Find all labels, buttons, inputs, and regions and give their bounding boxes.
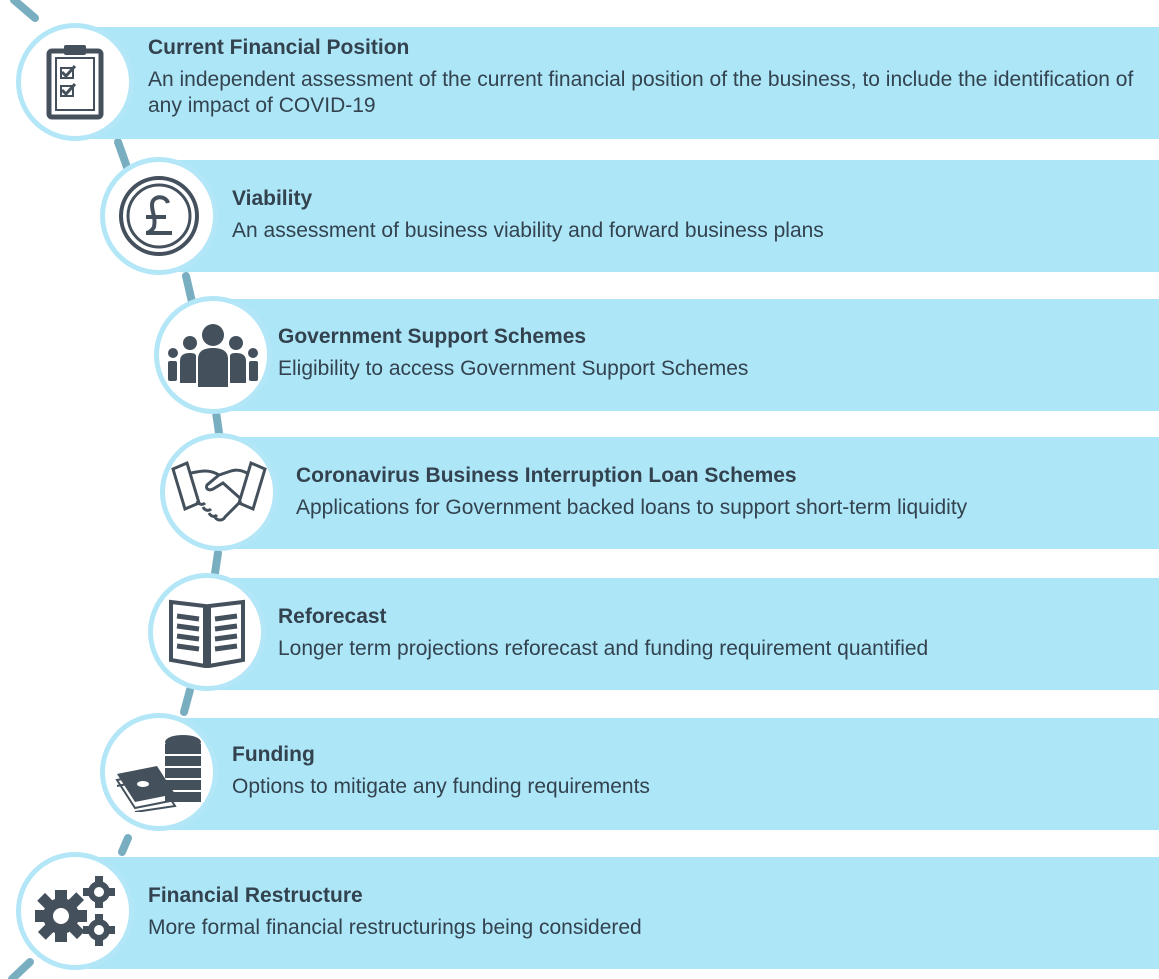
step-title: Financial Restructure (148, 884, 363, 907)
step-icon-circle (100, 157, 218, 275)
step-text: Coronavirus Business Interruption Loan S… (296, 463, 1158, 521)
step-description: An independent assessment of the current… (148, 68, 1134, 117)
step-band (156, 718, 1159, 830)
step-text: Current Financial Position An independen… (148, 35, 1148, 119)
people-group-icon (168, 323, 258, 387)
handshake-icon (171, 457, 267, 527)
clipboard-check-icon (44, 43, 106, 121)
step-icon-circle (16, 23, 134, 141)
pound-coin-icon (116, 173, 202, 259)
step-title: Reforecast (278, 605, 387, 628)
step-description: Options to mitigate any funding requirem… (232, 775, 650, 798)
money-coins-icon (113, 732, 205, 812)
step-description: More formal financial restructurings bei… (148, 916, 642, 939)
step-band (70, 857, 1159, 969)
step-text: Funding Options to mitigate any funding … (232, 742, 1152, 800)
step-icon-circle (154, 296, 272, 414)
step-band (210, 299, 1159, 411)
step-band (206, 578, 1159, 690)
step-icon-circle (16, 852, 134, 970)
step-band (150, 160, 1159, 272)
step-icon-circle (148, 573, 266, 691)
step-title: Viability (232, 187, 313, 210)
step-band (70, 27, 1159, 139)
step-text: Government Support Schemes Eligibility t… (278, 324, 1148, 382)
step-title: Coronavirus Business Interruption Loan S… (296, 464, 797, 487)
step-description: Eligibility to access Government Support… (278, 357, 749, 380)
step-text: Financial Restructure More formal financ… (148, 883, 1148, 941)
step-icon-circle (100, 713, 218, 831)
gears-icon (33, 874, 117, 948)
step-description: Applications for Government backed loans… (296, 496, 968, 519)
step-description: An assessment of business viability and … (232, 219, 824, 242)
step-text: Reforecast Longer term projections refor… (278, 604, 1148, 662)
step-description: Longer term projections reforecast and f… (278, 637, 929, 660)
open-book-icon (167, 596, 247, 668)
step-title: Funding (232, 743, 315, 766)
step-icon-circle (160, 433, 278, 551)
step-title: Current Financial Position (148, 36, 410, 59)
step-text: Viability An assessment of business viab… (232, 186, 1152, 244)
step-band (222, 437, 1159, 549)
step-title: Government Support Schemes (278, 325, 587, 348)
